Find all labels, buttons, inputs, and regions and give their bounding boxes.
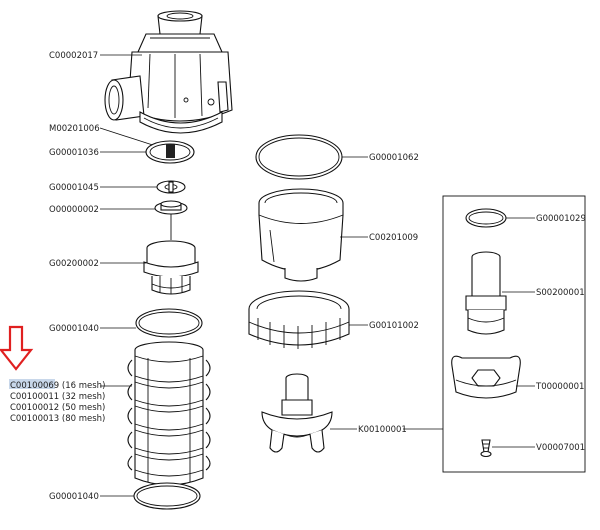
label-oring-small-top: G00001036	[49, 148, 99, 158]
selected-part-highlight	[9, 379, 55, 389]
label-oring-screen-bottom: G00001040	[49, 492, 99, 502]
drain-kit-box	[442, 195, 586, 473]
kit-screw-part[interactable]	[480, 439, 492, 458]
label-screen-32[interactable]: C00100011 (32 mesh)	[10, 392, 105, 402]
label-valve-assembly: G00200002	[49, 259, 99, 269]
valve-assembly-part[interactable]	[143, 240, 199, 295]
oring-stem-part[interactable]	[156, 180, 186, 194]
drain-kit-part[interactable]	[261, 373, 333, 453]
housing-part[interactable]	[104, 10, 233, 134]
oring-screen-bottom-part[interactable]	[133, 482, 201, 510]
label-drain-kit: K00100001	[358, 425, 407, 435]
down-arrow-icon	[0, 325, 34, 371]
bowl-oring-part[interactable]	[255, 134, 343, 180]
label-oring-stem2: O00000002	[49, 205, 99, 215]
label-kit-screw: V00007001	[536, 443, 585, 453]
valve-stem-part[interactable]	[154, 200, 188, 240]
kit-stem-part[interactable]	[465, 251, 507, 335]
label-screen-16[interactable]: C00100069 (16 mesh)	[10, 381, 105, 391]
bowl-ring-part[interactable]	[248, 290, 350, 349]
label-kit-stem: S00200001	[536, 288, 585, 298]
filter-screen-part[interactable]	[127, 341, 211, 486]
kit-oring-part[interactable]	[465, 208, 507, 228]
label-kit-handle: T00000001	[535, 382, 584, 392]
label-bowl: C00201009	[369, 233, 418, 243]
bowl-part[interactable]	[258, 188, 344, 282]
label-oring-stem: G00001045	[49, 183, 99, 193]
label-bowl-ring: G00101002	[369, 321, 419, 331]
label-magnet: M00201006	[49, 124, 100, 134]
label-screen-50[interactable]: C00100012 (50 mesh)	[10, 403, 105, 413]
label-oring-screen-top: G00001040	[49, 324, 99, 334]
oring-screen-top-part[interactable]	[135, 308, 203, 338]
label-kit-oring: G00001029	[536, 214, 586, 224]
kit-handle-part[interactable]	[451, 355, 521, 399]
label-housing: C00002017	[49, 51, 98, 61]
label-screen-80[interactable]: C00100013 (80 mesh)	[10, 414, 105, 424]
oring-magnet-part[interactable]	[145, 140, 195, 164]
label-bowl-oring: G00001062	[369, 153, 419, 163]
